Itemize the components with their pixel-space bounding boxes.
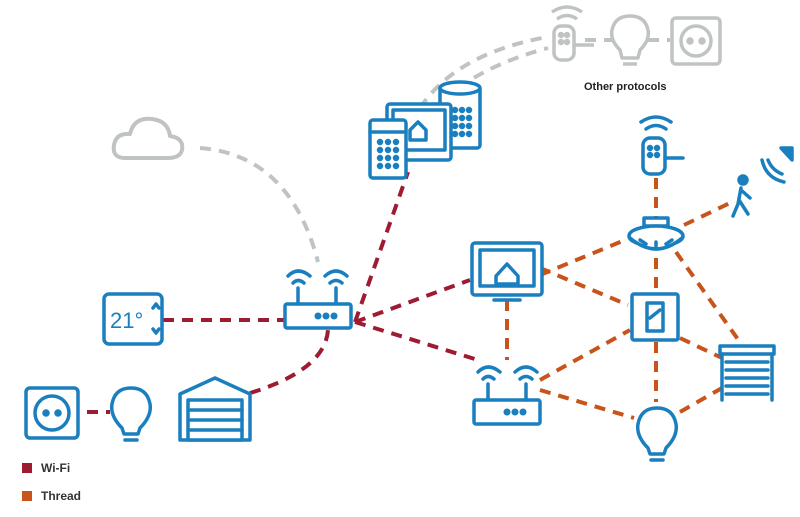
garage-door-icon <box>178 376 252 442</box>
window-blinds-icon <box>718 344 776 402</box>
other-protocols-link-1 <box>418 36 543 110</box>
wifi-link-display <box>354 278 471 324</box>
cloud-link <box>199 146 320 263</box>
power-outlet-gray-icon <box>670 16 722 66</box>
thread-link-display-switch <box>539 266 629 307</box>
phone-icon <box>368 118 408 180</box>
other-protocols-label: Other protocols <box>584 81 667 93</box>
thread-link-router-bulb <box>539 388 635 420</box>
thread-link-smoke-person <box>683 201 731 227</box>
thread-link-router-switch <box>539 328 631 382</box>
thermostat-reading: 21° <box>110 308 143 333</box>
thread-border-router-icon <box>472 365 542 426</box>
light-switch-icon <box>630 292 680 342</box>
thermostat-icon <box>102 292 164 346</box>
legend-thread: Thread <box>22 489 81 503</box>
power-outlet-icon <box>24 386 80 440</box>
smoke-detector-icon <box>627 216 685 251</box>
cloud-icon <box>111 116 185 160</box>
legend-wifi-swatch <box>22 463 32 473</box>
light-bulb-right-icon <box>635 406 679 462</box>
thread-link-smoke-blinds <box>674 250 744 347</box>
thread-link-display-smoke <box>539 238 626 277</box>
person-walking-icon <box>731 174 752 218</box>
light-bulb-gray-icon <box>609 14 651 66</box>
legend-wifi: Wi-Fi <box>22 461 70 475</box>
wifi-router-icon <box>283 269 353 330</box>
legend-thread-label: Thread <box>41 489 82 503</box>
thread-link-bulb-blinds <box>679 386 723 414</box>
wifi-link-thread-router <box>354 320 479 362</box>
wifi-link-garage <box>249 329 330 395</box>
wifi-link-mobile <box>353 171 410 323</box>
door-lock-gray-icon <box>551 5 594 62</box>
light-bulb-icon <box>109 386 153 442</box>
smart-display-icon <box>470 241 544 302</box>
legend-wifi-label: Wi-Fi <box>41 461 71 475</box>
thread-link-switch-blinds <box>679 336 723 360</box>
legend-thread-swatch <box>22 491 32 501</box>
motion-sensor-icon <box>760 146 794 184</box>
door-lock-icon <box>639 115 685 176</box>
